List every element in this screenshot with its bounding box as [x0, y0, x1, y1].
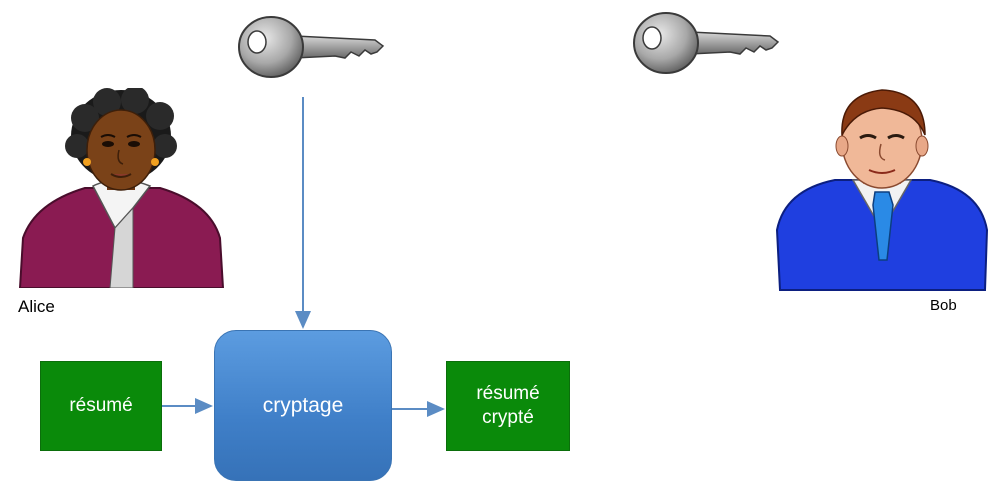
resume-crypte-box: résumé crypté [446, 361, 570, 451]
resume-box: résumé [40, 361, 162, 451]
alice-name-label: Alice [18, 297, 55, 316]
bob-key-icon [630, 8, 780, 78]
cryptage-box: cryptage [214, 330, 392, 481]
bob-avatar [775, 80, 990, 295]
alice-avatar [15, 86, 227, 289]
alice-key-icon [235, 12, 385, 82]
bob-name-label: Bob [930, 297, 957, 314]
